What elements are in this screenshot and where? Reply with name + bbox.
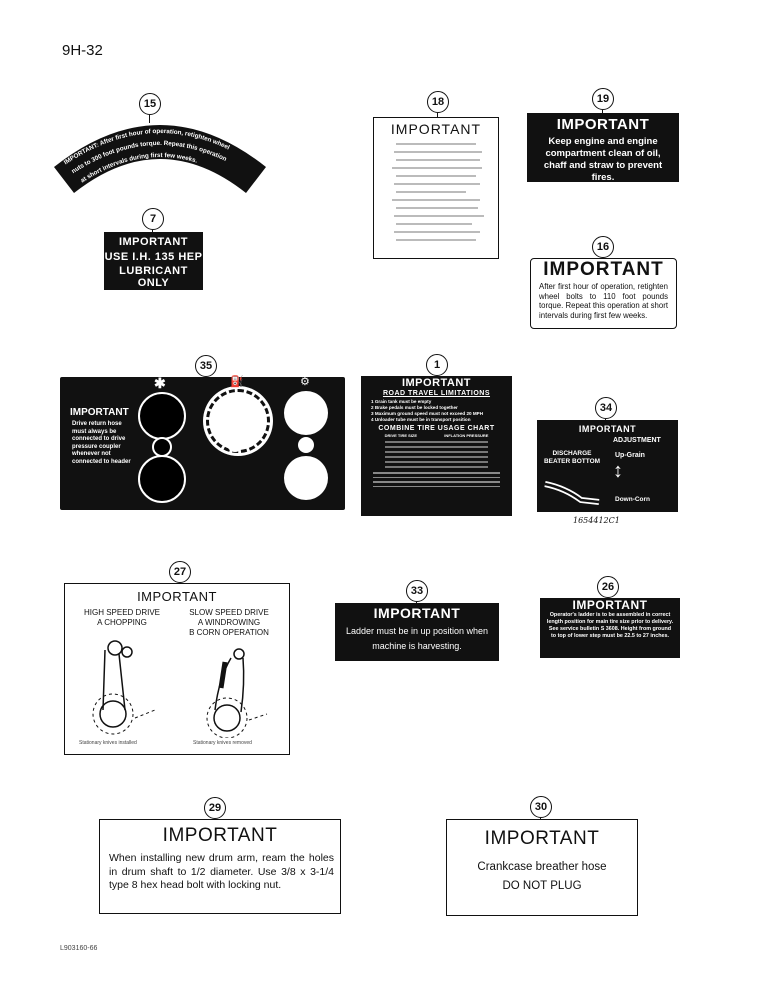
coupler-icon: ⚙	[300, 376, 310, 388]
decal-1-item: 1 Grain tank must be empty	[371, 399, 432, 404]
slow-speed-sub2: B CORN OPERATION	[189, 628, 269, 637]
footer-code: L903160-66	[60, 945, 98, 952]
decal-1-faded-notes	[373, 472, 500, 487]
slow-speed-sub1: A WINDROWING	[197, 618, 261, 627]
high-speed-belt-diagram	[92, 640, 156, 735]
decal-29: IMPORTANT When installing new drum arm, …	[99, 819, 341, 914]
caption-right: Stationary knives removed	[193, 740, 252, 746]
decal-1: IMPORTANT ROAD TRAVEL LIMITATIONS 1 Grai…	[361, 376, 512, 516]
return-hose-arrow-icon: ✱	[154, 375, 166, 391]
decal-1-col1: DRIVE TIRE SIZE	[384, 433, 418, 438]
decal-16-title: IMPORTANT	[543, 259, 664, 280]
decal-34-up: Up-Grain	[615, 452, 645, 459]
decal-34-adjustment: ADJUSTMENT	[613, 437, 661, 444]
callout-27: 27	[169, 561, 191, 583]
decal-27-high: HIGH SPEED DRIVE A CHOPPING	[73, 608, 171, 628]
decal-29-body: When installing new drum arm, ream the h…	[109, 852, 334, 891]
page-number: 9H-32	[62, 42, 103, 59]
decal-34-title: IMPORTANT	[578, 424, 637, 434]
callout-26: 26	[597, 576, 619, 598]
knob-center-small	[227, 436, 243, 452]
decal-33-title: IMPORTANT	[373, 605, 461, 621]
knob-right-top	[284, 391, 328, 435]
pressure-icon: ⛽	[230, 376, 244, 388]
slow-speed-title: SLOW SPEED DRIVE	[189, 608, 269, 617]
decal-1-title: IMPORTANT	[401, 377, 472, 389]
decal-1-heading2: COMBINE TIRE USAGE CHART	[378, 425, 495, 432]
callout-33: 33	[406, 580, 428, 602]
leader-18	[437, 113, 438, 118]
decal-27: IMPORTANT HIGH SPEED DRIVE A CHOPPING SL…	[64, 583, 290, 755]
callout-18: 18	[427, 91, 449, 113]
decal-1-items: 1 Grain tank must be empty 2 Brake pedal…	[371, 399, 504, 423]
decal-1-heading1: ROAD TRAVEL LIMITATIONS	[382, 390, 491, 397]
decal-1-item: 2 Brake pedals must be locked together	[371, 405, 458, 410]
knob-left-bottom	[138, 455, 186, 503]
decal-34: IMPORTANT ADJUSTMENT DISCHARGE BEATER BO…	[537, 420, 678, 512]
decal-26: IMPORTANT Operator's ladder is to be ass…	[540, 598, 680, 658]
decal-7-line2: LUBRICANT ONLY	[119, 265, 188, 289]
decal-30-line2: DO NOT PLUG	[502, 880, 582, 892]
callout-29: 29	[204, 797, 226, 819]
decal-30-line1: Crankcase breather hose	[477, 861, 607, 873]
decal-33: IMPORTANT Ladder must be in up position …	[335, 603, 499, 661]
caption-left: Stationary knives installed	[79, 740, 137, 746]
callout-16: 16	[592, 236, 614, 258]
slow-speed-belt-diagram	[206, 648, 268, 738]
decal-1-item: 3 Maximum ground speed must not exceed 2…	[371, 411, 484, 416]
high-speed-sub: A CHOPPING	[97, 618, 147, 627]
callout-35: 35	[195, 355, 217, 377]
decal-7-line1: USE I.H. 135 HEP	[104, 251, 203, 263]
decal-34-down: Down-Corn	[615, 496, 651, 503]
decal-18-title: IMPORTANT	[390, 121, 482, 137]
leader-15	[149, 115, 150, 123]
decal-16: IMPORTANT After first hour of operation,…	[530, 258, 677, 329]
decal-29-title: IMPORTANT	[162, 825, 278, 846]
high-speed-title: HIGH SPEED DRIVE	[83, 608, 160, 617]
decal-1-col2: INFLATION PRESSURE	[444, 433, 489, 438]
knob-left-top	[138, 392, 186, 440]
decal-34-left: DISCHARGE BEATER BOTTOM	[543, 450, 601, 465]
callout-1: 1	[426, 354, 448, 376]
decal-1-item: 4 Unloader tube must be in transport pos…	[371, 417, 471, 422]
decal-16-body: After first hour of operation, retighten…	[539, 282, 668, 320]
decal-18: IMPORTANT	[373, 117, 499, 259]
decal-7: IMPORTANT USE I.H. 135 HEP LUBRICANT ONL…	[104, 232, 203, 290]
handwritten-reference: 1654412C1	[573, 516, 620, 525]
knob-right-bottom	[284, 456, 328, 500]
decal-19-title: IMPORTANT	[556, 116, 650, 133]
decal-26-body: Operator's ladder is to be assembled in …	[546, 612, 674, 639]
decal-30-title: IMPORTANT	[484, 828, 600, 849]
beater-blade-icon	[544, 481, 600, 505]
decal-19: IMPORTANT Keep engine and engine compart…	[527, 113, 679, 183]
callout-34: 34	[595, 397, 617, 419]
decal-30: IMPORTANT Crankcase breather hose DO NOT…	[446, 819, 638, 916]
decal-35-title: IMPORTANT	[70, 407, 129, 418]
decal-27-slow: SLOW SPEED DRIVE A WINDROWING B CORN OPE…	[173, 608, 285, 638]
up-down-arrow-icon: ↕	[613, 460, 623, 482]
decal-15-arch: IMPORTANT: After first hour of operation…	[54, 125, 266, 193]
knob-left-small	[152, 437, 172, 457]
decal-27-title: IMPORTANT	[137, 589, 217, 604]
leader-7	[152, 230, 153, 232]
knob-right-small	[298, 437, 314, 453]
decal-35-body: Drive return hose must always be connect…	[72, 421, 131, 465]
decal-1-faded-table	[385, 441, 488, 468]
decal-18-faded-text	[374, 143, 498, 241]
callout-30: 30	[530, 796, 552, 818]
leader-19	[602, 110, 603, 114]
leader-34	[605, 419, 606, 420]
decal-33-body: Ladder must be in up position when machi…	[345, 626, 489, 651]
callout-15: 15	[139, 93, 161, 115]
callout-7: 7	[142, 208, 164, 230]
callout-19: 19	[592, 88, 614, 110]
decal-7-title: IMPORTANT	[118, 236, 189, 248]
decal-19-body: Keep engine and engine compartment clean…	[543, 136, 663, 183]
decal-1-table-header: DRIVE TIRE SIZE INFLATION PRESSURE	[371, 433, 502, 438]
decal-35: IMPORTANT Drive return hose must always …	[60, 375, 345, 510]
decal-26-title: IMPORTANT	[572, 598, 648, 612]
